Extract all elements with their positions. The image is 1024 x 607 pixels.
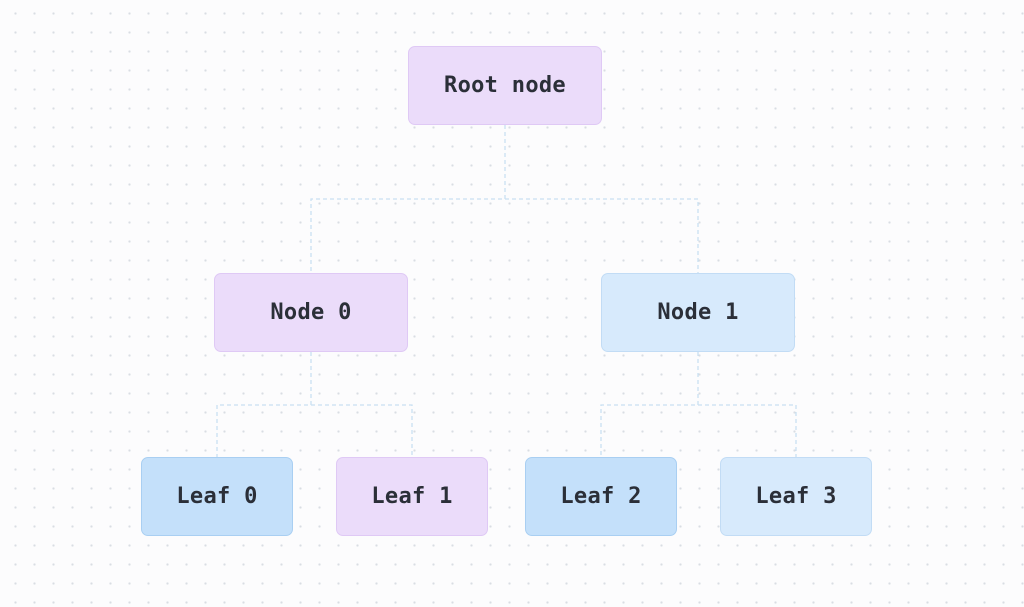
leaf-3[interactable]: Leaf 3 xyxy=(720,457,872,536)
edge-node-0-leaf-1 xyxy=(311,404,413,457)
leaf-2[interactable]: Leaf 2 xyxy=(525,457,677,536)
edge-root-node-1 xyxy=(505,198,699,273)
leaf-0-label: Leaf 0 xyxy=(176,484,258,509)
edge-node-1-leaf-2 xyxy=(600,352,699,457)
node-1[interactable]: Node 1 xyxy=(601,273,795,352)
edge-root-node-0 xyxy=(310,125,506,273)
leaf-2-label: Leaf 2 xyxy=(560,484,642,509)
node-0-label: Node 0 xyxy=(270,300,352,325)
leaf-3-label: Leaf 3 xyxy=(755,484,837,509)
leaf-1[interactable]: Leaf 1 xyxy=(336,457,488,536)
root-node-label: Root node xyxy=(444,73,566,98)
node-1-label: Node 1 xyxy=(657,300,739,325)
edge-node-1-leaf-3 xyxy=(698,404,797,457)
edge-node-0-leaf-0 xyxy=(216,352,312,457)
node-0[interactable]: Node 0 xyxy=(214,273,408,352)
leaf-0[interactable]: Leaf 0 xyxy=(141,457,293,536)
root-node[interactable]: Root node xyxy=(408,46,602,125)
leaf-1-label: Leaf 1 xyxy=(371,484,453,509)
